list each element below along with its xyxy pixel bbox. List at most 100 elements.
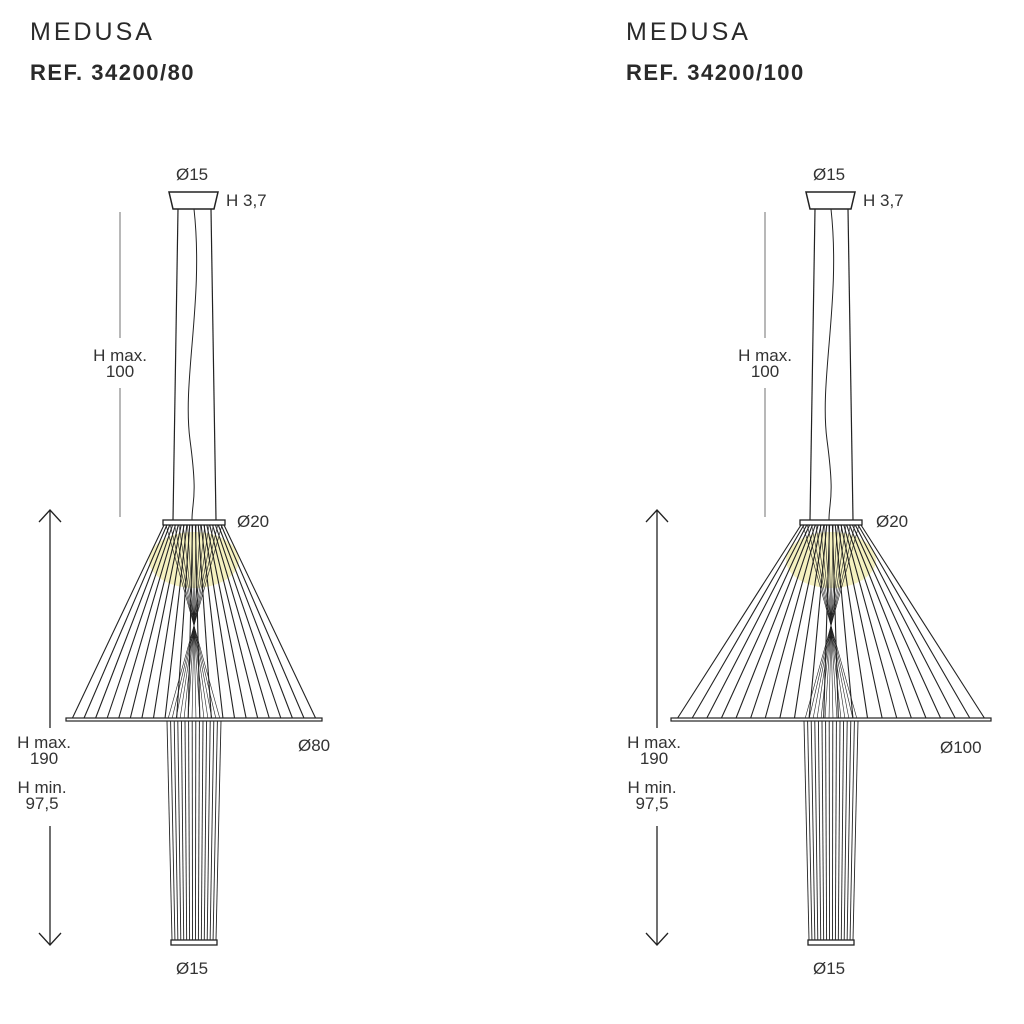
shade-strand xyxy=(164,524,188,720)
shade-strand xyxy=(851,524,942,720)
hanging-strand xyxy=(215,720,222,941)
shade-strand xyxy=(720,524,811,720)
hanging-strand xyxy=(197,720,200,941)
hanging-strand xyxy=(212,720,218,941)
arrow-down-icon xyxy=(38,932,62,946)
hanging-strand xyxy=(852,720,859,941)
hanging-strand xyxy=(834,720,837,941)
inner-strand xyxy=(804,524,860,720)
shade-strand xyxy=(214,524,282,720)
ceiling-canopy xyxy=(168,191,219,210)
shade-strand xyxy=(676,524,802,720)
shade-strand xyxy=(83,524,168,720)
shade-strand xyxy=(840,524,883,720)
shade-strand xyxy=(117,524,176,720)
suspension-cable xyxy=(809,208,816,521)
shade-diameter: Ø80 xyxy=(298,736,331,755)
canopy-height: H 3,7 xyxy=(863,191,904,210)
canopy-height: H 3,7 xyxy=(226,191,267,210)
ring-diameter: Ø20 xyxy=(237,512,270,531)
shade-strand xyxy=(843,524,898,720)
shade-strand xyxy=(187,524,194,720)
product-ref: REF. 34200/80 xyxy=(30,60,196,85)
bottom-ring xyxy=(807,939,855,946)
shade-strand xyxy=(129,524,179,720)
shade-strand xyxy=(141,524,182,720)
lamp-diagram xyxy=(38,191,323,946)
light-glow xyxy=(786,532,876,588)
shade-strand xyxy=(779,524,822,720)
hanging-strand xyxy=(177,720,182,941)
hanging-strand xyxy=(846,720,852,941)
shade-strand xyxy=(846,524,913,720)
shade-strand xyxy=(197,524,212,720)
shade-strand xyxy=(71,524,165,720)
hanging-strand xyxy=(843,720,848,941)
arrow-up-icon xyxy=(645,509,669,523)
cable-length-label: H max.100 xyxy=(93,346,147,381)
bottom-diameter: Ø15 xyxy=(813,959,846,978)
hanging-strand xyxy=(170,720,176,941)
ceiling-canopy xyxy=(805,191,856,210)
hanging-strand xyxy=(814,720,819,941)
shade-strand xyxy=(764,524,819,720)
product-name: MEDUSA xyxy=(30,18,155,46)
hanging-strand xyxy=(817,720,822,941)
hanging-strand xyxy=(180,720,185,941)
height-max-label: H max.190 xyxy=(17,733,71,768)
canopy-diameter: Ø15 xyxy=(813,165,846,184)
cable-length-label: H max.100 xyxy=(738,346,792,381)
shade-strand xyxy=(217,524,294,720)
top-ring xyxy=(162,519,226,526)
product-name: MEDUSA xyxy=(626,18,751,46)
shade-strand xyxy=(837,524,869,720)
hanging-strand xyxy=(837,720,841,941)
hanging-strand xyxy=(807,720,813,941)
ring-diameter: Ø20 xyxy=(876,512,909,531)
arrow-up-icon xyxy=(38,509,62,523)
suspension-cable xyxy=(172,208,179,521)
canopy-diameter: Ø15 xyxy=(176,165,209,184)
shade-strand xyxy=(691,524,805,720)
hanging-strand xyxy=(173,720,179,941)
shade-strand xyxy=(223,524,317,720)
hanging-strand xyxy=(184,720,188,941)
shade-strand xyxy=(209,524,259,720)
hanging-strand xyxy=(810,720,816,941)
shade-strand xyxy=(176,524,191,720)
shade-strand xyxy=(849,524,927,720)
lamp-diagram xyxy=(645,191,992,946)
shade-strand xyxy=(854,524,957,720)
shade-strand xyxy=(212,524,271,720)
hanging-strand xyxy=(203,720,208,941)
shade-rim xyxy=(65,717,323,722)
power-cable xyxy=(187,208,198,521)
shade-strand xyxy=(860,524,986,720)
top-ring xyxy=(799,519,863,526)
bottom-diameter: Ø15 xyxy=(176,959,209,978)
hanging-strand xyxy=(209,720,215,941)
shade-strand xyxy=(194,524,201,720)
arrow-down-icon xyxy=(645,932,669,946)
shade-strand xyxy=(206,524,247,720)
shade-strand xyxy=(749,524,816,720)
height-min-label: H min.97,5 xyxy=(627,778,677,813)
hanging-strand xyxy=(849,720,855,941)
hanging-strand xyxy=(200,720,204,941)
height-max-label: H max.190 xyxy=(627,733,681,768)
shade-rim xyxy=(670,717,992,722)
shade-strand xyxy=(220,524,305,720)
shade-strand xyxy=(793,524,825,720)
light-glow xyxy=(149,532,239,588)
hanging-strand xyxy=(825,720,828,941)
suspension-cable xyxy=(210,208,217,521)
shade-strand xyxy=(106,524,174,720)
shade-diameter: Ø100 xyxy=(940,738,982,757)
hanging-strand xyxy=(188,720,191,941)
hanging-strand xyxy=(166,720,173,941)
shade-strand xyxy=(203,524,236,720)
hanging-strand xyxy=(821,720,825,941)
shade-strand xyxy=(857,524,971,720)
product-ref: REF. 34200/100 xyxy=(626,60,805,85)
